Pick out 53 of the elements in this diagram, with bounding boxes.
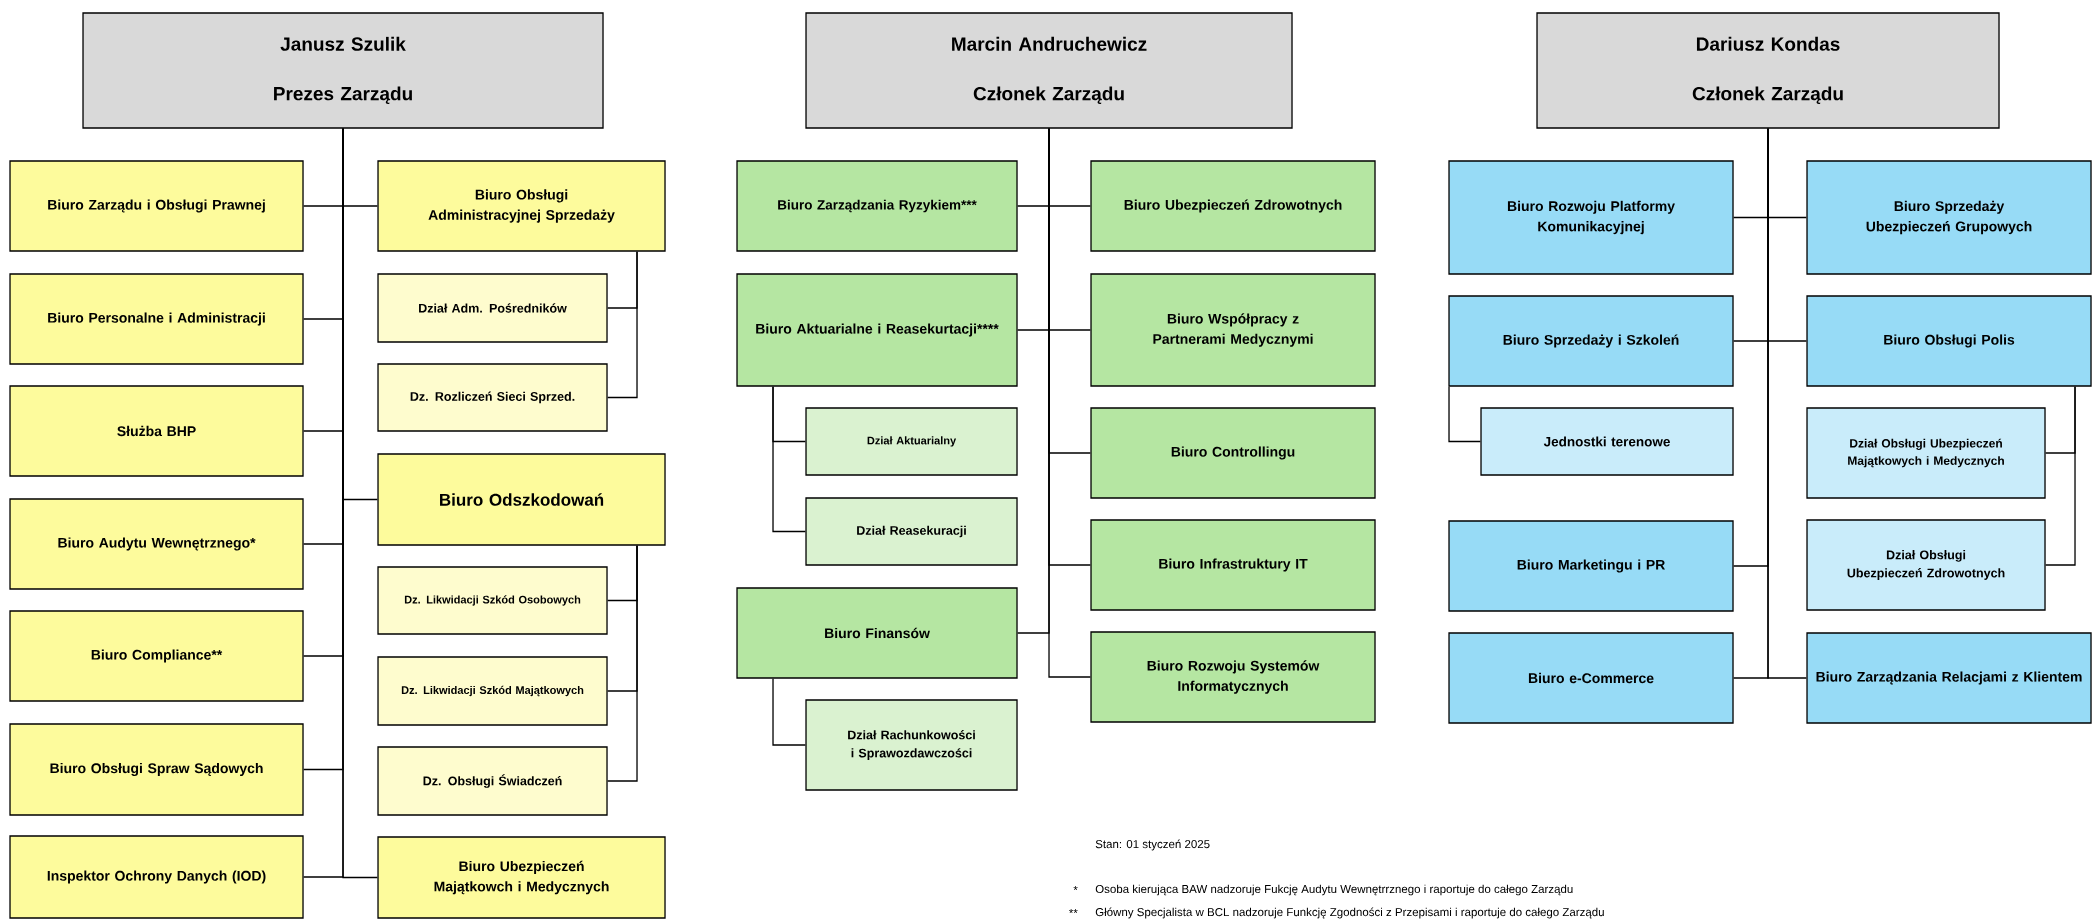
department-box: Biuro Ubezpieczeń Majątkowch i Medycznych	[377, 836, 666, 919]
department-box: Biuro Współpracy z Partnerami Medycznymi	[1090, 273, 1376, 387]
department-box: Biuro Finansów	[736, 587, 1018, 679]
connector-line	[2045, 386, 2076, 566]
department-box: Dział Reasekuracji	[805, 497, 1018, 566]
connector-line	[1048, 128, 1091, 678]
footnote: Główny Specjalista w BCL nadzoruje Funkcję Zgodności z Przepisami i raportuje do całego Zarządu	[1095, 907, 1604, 919]
department-box: Biuro Rozwoju Systemów Informatycznych	[1090, 631, 1376, 723]
department-box: Biuro Marketingu i PR	[1448, 520, 1734, 612]
department-box: Biuro Sprzedaży i Szkoleń	[1448, 295, 1734, 387]
department-box: Jednostki terenowe	[1480, 407, 1734, 476]
department-box: Dz. Likwidacji Szkód Osobowych	[377, 566, 608, 635]
connector-line	[607, 545, 638, 782]
person-box: Janusz Szulik Prezes Zarządu	[82, 12, 604, 129]
connector-line	[607, 251, 638, 399]
connector-line	[342, 128, 378, 879]
department-box: Służba BHP	[9, 385, 304, 477]
connector-line	[772, 386, 806, 533]
department-box: Dz. Rozliczeń Sieci Sprzed.	[377, 363, 608, 432]
department-box: Biuro Rozwoju Platformy Komunikacyjnej	[1448, 160, 1734, 275]
footnote-mark: **	[1069, 909, 1078, 914]
department-box: Biuro Zarządzania Relacjami z Klientem	[1806, 632, 2092, 724]
person-box: Marcin Andruchewicz Członek Zarządu	[805, 12, 1293, 129]
department-box: Biuro Obsługi Spraw Sądowych	[9, 723, 304, 816]
department-box: Dział Adm. Pośredników	[377, 273, 608, 343]
department-box: Biuro Zarządzania Ryzykiem***	[736, 160, 1018, 252]
date-note: Stan: 01 styczeń 2025	[1095, 839, 1210, 851]
department-box: Dział Obsługi Ubezpieczeń Majątkowych i Medycznych	[1806, 407, 2046, 499]
department-box: Dział Rachunkowości i Sprawozdawczości	[805, 699, 1018, 791]
person-box: Dariusz Kondas Członek Zarządu	[1536, 12, 2000, 129]
connector-line	[1767, 128, 1807, 679]
department-box: Biuro Aktuarialne i Reasekurtacji****	[736, 273, 1018, 387]
department-box: Dział Aktuarialny	[805, 407, 1018, 476]
department-box: Biuro Compliance**	[9, 610, 304, 702]
department-box: Biuro Personalne i Administracji	[9, 273, 304, 365]
department-box: Biuro Obsługi Polis	[1806, 295, 2092, 387]
footnote: Osoba kierująca BAW nadzoruje Fukcję Audytu Wewnętrrznego i raportuje do całego Zarządu	[1095, 884, 1573, 896]
connector-line	[772, 678, 806, 746]
department-box: Biuro Zarządu i Obsługi Prawnej	[9, 160, 304, 252]
department-box: Inspektor Ochrony Danych (IOD)	[9, 835, 304, 919]
footnote-mark: *	[1073, 886, 1078, 891]
department-box: Biuro Sprzedaży Ubezpieczeń Grupowych	[1806, 160, 2092, 275]
department-box: Dz. Obsługi Świadczeń	[377, 746, 608, 816]
department-box: Dział Obsługi Ubezpieczeń Zdrowotnych	[1806, 519, 2046, 611]
department-box: Biuro Odszkodowań	[377, 453, 666, 546]
department-box: Biuro e-Commerce	[1448, 632, 1734, 724]
department-box: Biuro Ubezpieczeń Zdrowotnych	[1090, 160, 1376, 252]
department-box: Biuro Infrastruktury IT	[1090, 519, 1376, 611]
department-box: Biuro Obsługi Administracyjnej Sprzedaży	[377, 160, 666, 252]
department-box: Biuro Audytu Wewnętrznego*	[9, 498, 304, 590]
department-box: Biuro Controllingu	[1090, 407, 1376, 499]
connector-line	[1448, 386, 1481, 443]
department-box: Dz. Likwidacji Szkód Majątkowych	[377, 656, 608, 726]
